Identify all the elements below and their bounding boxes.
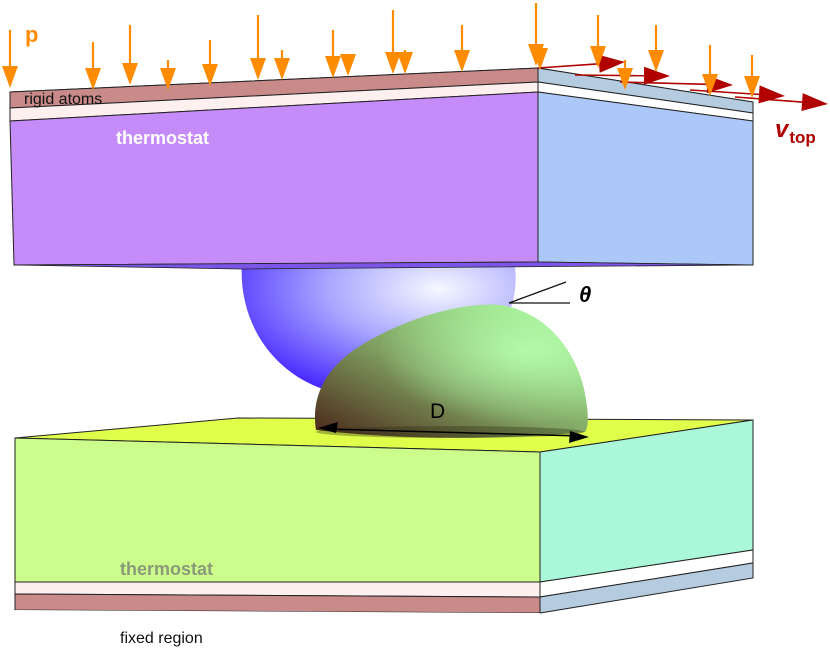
- pressure-arrow-icon: [202, 40, 218, 86]
- bottom-block-front-face: [14, 437, 541, 583]
- angle-line-tangent: [508, 281, 567, 304]
- pressure-arrow-icon: [85, 42, 101, 90]
- velocity-subscript: top: [789, 128, 815, 147]
- pressure-arrow-icon: [385, 10, 401, 74]
- pressure-arrow-icon: [648, 25, 664, 72]
- pressure-arrow-icon: [160, 60, 176, 90]
- diameter-arrowhead-left: [318, 422, 338, 433]
- fixed-region-label: fixed region: [120, 630, 203, 647]
- velocity-arrow-icon: [537, 54, 625, 73]
- contact-angle-marker: [508, 281, 570, 304]
- pressure-arrow-icon: [274, 50, 290, 80]
- pressure-arrow-icon: [702, 45, 718, 96]
- pressure-arrow-icon: [454, 25, 470, 72]
- pressure-arrow-icon: [2, 30, 18, 88]
- pressure-arrows: [2, 3, 760, 98]
- velocity-label: vtop: [775, 116, 816, 147]
- bottom-base-front: [15, 610, 540, 644]
- rigid-atoms-label: rigid atoms: [24, 91, 102, 108]
- diameter-arrow: [318, 422, 589, 443]
- pressure-label: p: [25, 22, 38, 47]
- top-block-front-face: [9, 91, 539, 266]
- fixed-layer-side: [539, 562, 754, 614]
- velocity-symbol: v: [775, 116, 790, 143]
- thermostat-top-label: thermostat: [116, 128, 209, 148]
- pressure-arrow-icon: [397, 50, 413, 74]
- contact-angle-label: θ: [579, 282, 591, 307]
- contact-diameter-label: D: [430, 400, 445, 423]
- bottom-substrate: [14, 417, 754, 644]
- pressure-arrow-icon: [532, 48, 548, 70]
- pressure-arrow-icon: [250, 15, 266, 80]
- pressure-arrow-icon: [340, 54, 356, 76]
- velocity-arrow-icon: [734, 93, 828, 112]
- thermostat-bottom-label: thermostat: [120, 559, 213, 579]
- pressure-arrow-icon: [122, 25, 138, 85]
- pressure-arrow-icon: [590, 15, 606, 68]
- pressure-arrow-icon: [744, 55, 760, 98]
- liquid-droplet: [314, 304, 588, 438]
- top-slider: [9, 67, 754, 270]
- pressure-arrow-icon: [325, 30, 341, 78]
- pressure-arrow-icon: [617, 60, 633, 90]
- droplet-highlight: [314, 304, 588, 438]
- velocity-arrows: [537, 54, 828, 112]
- top-block-side-face: [537, 91, 754, 266]
- velocity-arrow-icon: [574, 66, 670, 85]
- top-block-bottom-face: [13, 261, 754, 270]
- diameter-arrowhead-right: [569, 431, 589, 443]
